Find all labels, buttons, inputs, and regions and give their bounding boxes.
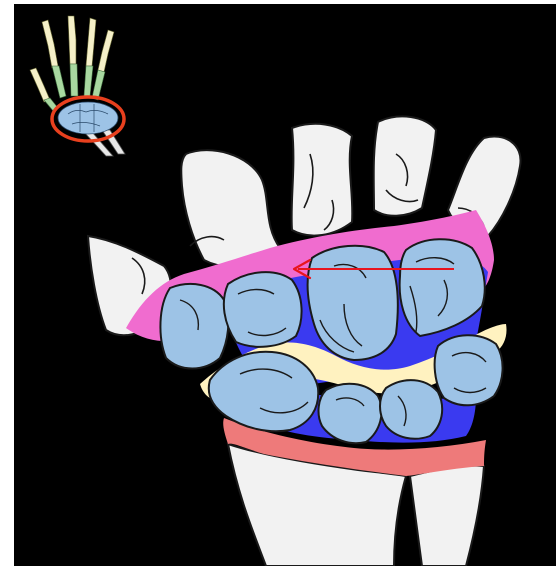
inset-middle-metacarpal	[70, 64, 78, 96]
trapezium	[160, 284, 228, 369]
inset-carpal-bones	[58, 102, 118, 134]
metacarpal-middle	[292, 124, 353, 236]
wrist-anatomy-diagram	[14, 4, 556, 566]
triquetrum	[380, 380, 442, 439]
diagram-svg	[14, 4, 556, 566]
pisiform	[435, 335, 503, 405]
